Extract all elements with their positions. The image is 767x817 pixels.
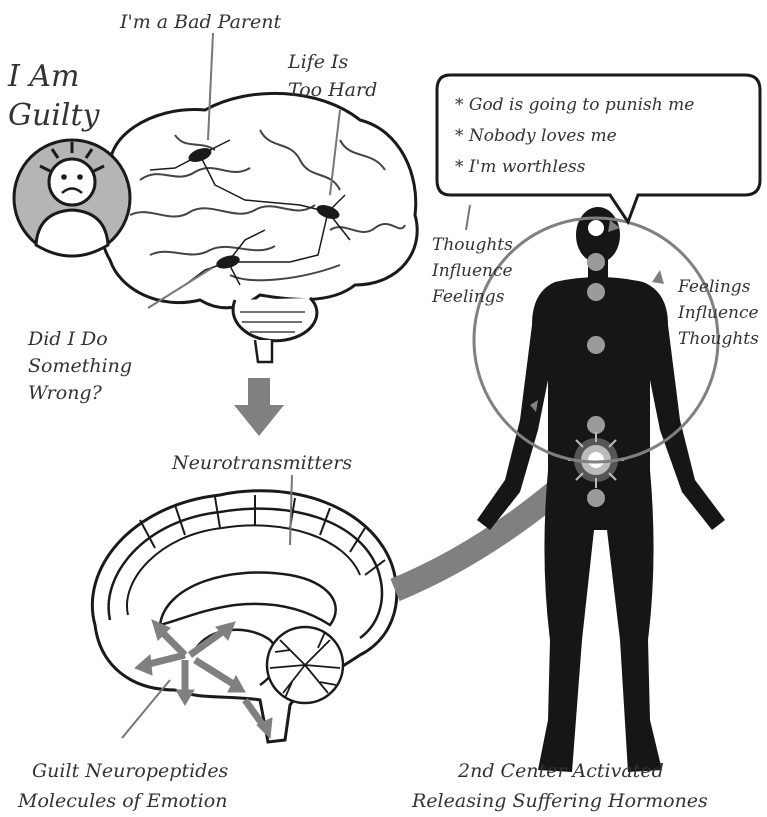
- feelings-label-line3: Thoughts: [678, 329, 759, 349]
- down-arrow-icon: [234, 378, 284, 436]
- bad-parent-label: I'm a Bad Parent: [119, 11, 281, 33]
- center-caption-line2: Releasing Suffering Hormones: [411, 790, 708, 812]
- did-i-label-line3: Wrong?: [28, 382, 103, 404]
- thoughts-label-line1: Thoughts: [432, 235, 513, 255]
- guilty-label-line1: I Am: [7, 59, 80, 94]
- guilty-label-line2: Guilty: [8, 98, 101, 133]
- bubble-item-1: * God is going to punish me: [455, 95, 694, 115]
- life-hard-label-line2: Too Hard: [288, 79, 377, 101]
- neuropeptides-caption-line1: Guilt Neuropeptides: [32, 760, 229, 782]
- thoughts-label-line3: Feelings: [431, 287, 505, 307]
- sagittal-brain: [92, 475, 396, 742]
- center-caption-line1: 2nd Center Activated: [457, 760, 664, 782]
- bubble-item-2: * Nobody loves me: [455, 126, 617, 146]
- did-i-label-line2: Something: [28, 355, 132, 377]
- bubble-item-3: * I'm worthless: [455, 157, 586, 177]
- neurotransmitters-label: Neurotransmitters: [171, 452, 352, 474]
- guilty-face-icon: [14, 140, 130, 256]
- thoughts-label-line2: Influence: [431, 261, 513, 281]
- feelings-label-line1: Feelings: [677, 277, 751, 297]
- feelings-label-line2: Influence: [677, 303, 759, 323]
- neuropeptides-caption-line2: Molecules of Emotion: [17, 790, 227, 812]
- life-hard-label-line1: Life Is: [287, 51, 349, 73]
- did-i-label-line1: Did I Do: [27, 328, 108, 350]
